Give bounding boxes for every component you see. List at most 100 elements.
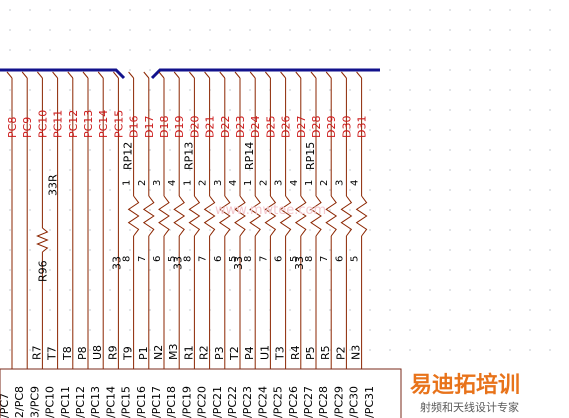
grid-dot: [329, 49, 331, 51]
grid-dot: [329, 329, 331, 331]
pack-pin-number: 5: [289, 256, 300, 262]
grid-dot: [349, 9, 351, 11]
grid-dot: [429, 309, 431, 311]
bus-signal-label: PC12: [67, 110, 80, 138]
bus-entry: [97, 71, 104, 79]
r96-ref: R96: [36, 260, 49, 282]
bus-entry: [173, 71, 180, 79]
grid-dot: [69, 329, 71, 331]
grid-dot: [189, 109, 191, 111]
grid-dot: [29, 269, 31, 271]
connector-net-label: /PC14: [104, 386, 117, 418]
grid-dot: [49, 209, 51, 211]
grid-dot: [69, 249, 71, 251]
grid-dot: [49, 89, 51, 91]
bus-entry: [280, 71, 286, 79]
grid-dot: [509, 349, 511, 351]
grid-dot: [289, 189, 291, 191]
grid-dot: [469, 49, 471, 51]
grid-dot: [429, 349, 431, 351]
pack-pin-number: 6: [334, 256, 345, 262]
grid-dot: [389, 109, 391, 111]
bus-signal-label: D17: [143, 116, 156, 138]
grid-dot: [349, 349, 351, 351]
fpga-pin-label: T7: [46, 346, 59, 361]
grid-dot: [409, 149, 411, 151]
grid-dot: [549, 209, 551, 211]
grid-dot: [189, 169, 191, 171]
grid-dot: [289, 349, 291, 351]
grid-dot: [329, 289, 331, 291]
grid-dot: [449, 289, 451, 291]
bus-signal-label: PC9: [21, 117, 34, 138]
fpga-pin-label: P2: [334, 346, 347, 360]
bus-signal-label: D23: [234, 116, 247, 138]
grid-dot: [309, 229, 311, 231]
grid-dot: [329, 109, 331, 111]
grid-dot: [229, 289, 231, 291]
grid-dot: [249, 89, 251, 91]
grid-dot: [89, 109, 91, 111]
grid-dot: [309, 209, 311, 211]
grid-dot: [9, 89, 11, 91]
grid-dot: [9, 109, 11, 111]
bus-entry: [82, 71, 89, 79]
grid-dot: [489, 9, 491, 11]
grid-dot: [249, 169, 251, 171]
grid-dot: [489, 349, 491, 351]
grid-dot: [509, 229, 511, 231]
grid-dot: [489, 49, 491, 51]
grid-dot: [109, 9, 111, 11]
grid-dot: [289, 309, 291, 311]
grid-dot: [69, 189, 71, 191]
grid-dot: [429, 229, 431, 231]
connector-net-label: /PC19: [180, 386, 193, 418]
grid-dot: [169, 329, 171, 331]
grid-dot: [149, 289, 151, 291]
pack-pin-number: 7: [319, 256, 330, 262]
grid-dot: [389, 269, 391, 271]
grid-dot: [529, 249, 531, 251]
grid-dot: [249, 349, 251, 351]
grid-dot: [109, 209, 111, 211]
grid-dot: [409, 109, 411, 111]
grid-dot: [9, 289, 11, 291]
grid-dot: [69, 309, 71, 311]
fpga-pin-label: N2: [152, 345, 165, 360]
grid-dot: [229, 169, 231, 171]
grid-dot: [189, 89, 191, 91]
grid-dot: [309, 49, 311, 51]
grid-dot: [229, 189, 231, 191]
grid-dot: [249, 49, 251, 51]
grid-dot: [369, 169, 371, 171]
connector-net-label: /PC28: [317, 386, 330, 418]
grid-dot: [109, 49, 111, 51]
grid-dot: [89, 9, 91, 11]
grid-dot: [309, 269, 311, 271]
grid-dot: [129, 349, 131, 351]
grid-dot: [229, 209, 231, 211]
grid-dot: [349, 29, 351, 31]
grid-dot: [49, 169, 51, 171]
grid-dot: [169, 229, 171, 231]
grid-dot: [469, 309, 471, 311]
grid-dot: [469, 109, 471, 111]
bus-entry: [6, 71, 13, 79]
pack-ref: RP14: [243, 142, 256, 170]
grid-dot: [49, 29, 51, 31]
r96-value: 33R: [46, 174, 59, 196]
grid-dot: [229, 129, 231, 131]
grid-dot: [49, 129, 51, 131]
grid-dot: [249, 329, 251, 331]
grid-dot: [209, 209, 211, 211]
grid-dot: [89, 349, 91, 351]
pack-resistor-element: [340, 195, 353, 237]
grid-dot: [189, 269, 191, 271]
connector-outline: [0, 368, 402, 418]
grid-dot: [109, 309, 111, 311]
watermark-subtitle: 射频和天线设计专家: [420, 400, 519, 414]
grid-dot: [129, 329, 131, 331]
grid-dot: [149, 9, 151, 11]
grid-dot: [329, 149, 331, 151]
grid-dot: [369, 29, 371, 31]
